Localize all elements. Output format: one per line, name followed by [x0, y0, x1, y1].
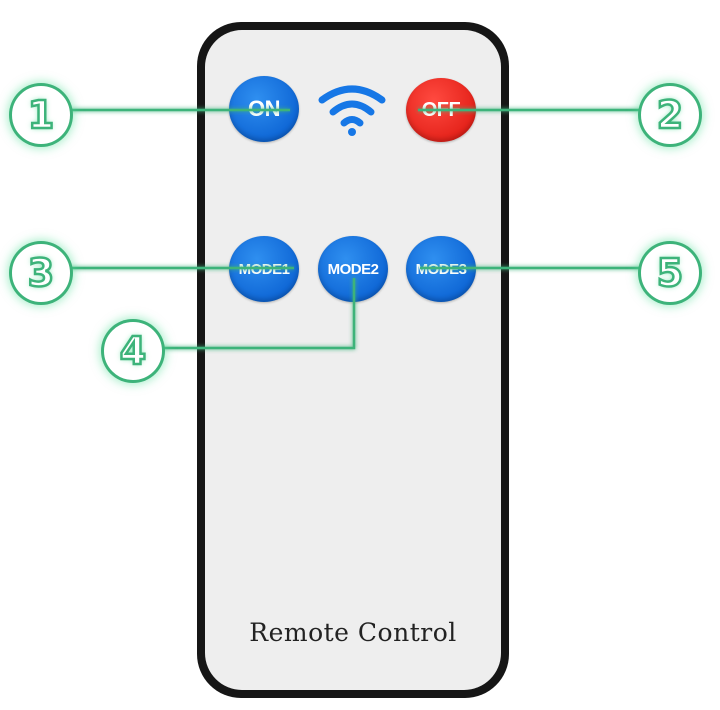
- callout-badge-2: 2: [641, 86, 699, 144]
- callout-badge-5: 5: [641, 244, 699, 302]
- callout-badge-1: 1: [12, 86, 70, 144]
- mode3-button[interactable]: MODE3: [406, 236, 476, 302]
- wifi-icon: [318, 85, 386, 136]
- remote-label: Remote Control: [249, 618, 457, 647]
- callout-badge-3: 3: [12, 244, 70, 302]
- off-button[interactable]: OFF: [406, 78, 476, 142]
- on-button[interactable]: ON: [229, 76, 299, 142]
- mode1-button[interactable]: MODE1: [229, 236, 299, 302]
- callout-badge-4: 4: [104, 322, 162, 380]
- mode2-button[interactable]: MODE2: [318, 236, 388, 302]
